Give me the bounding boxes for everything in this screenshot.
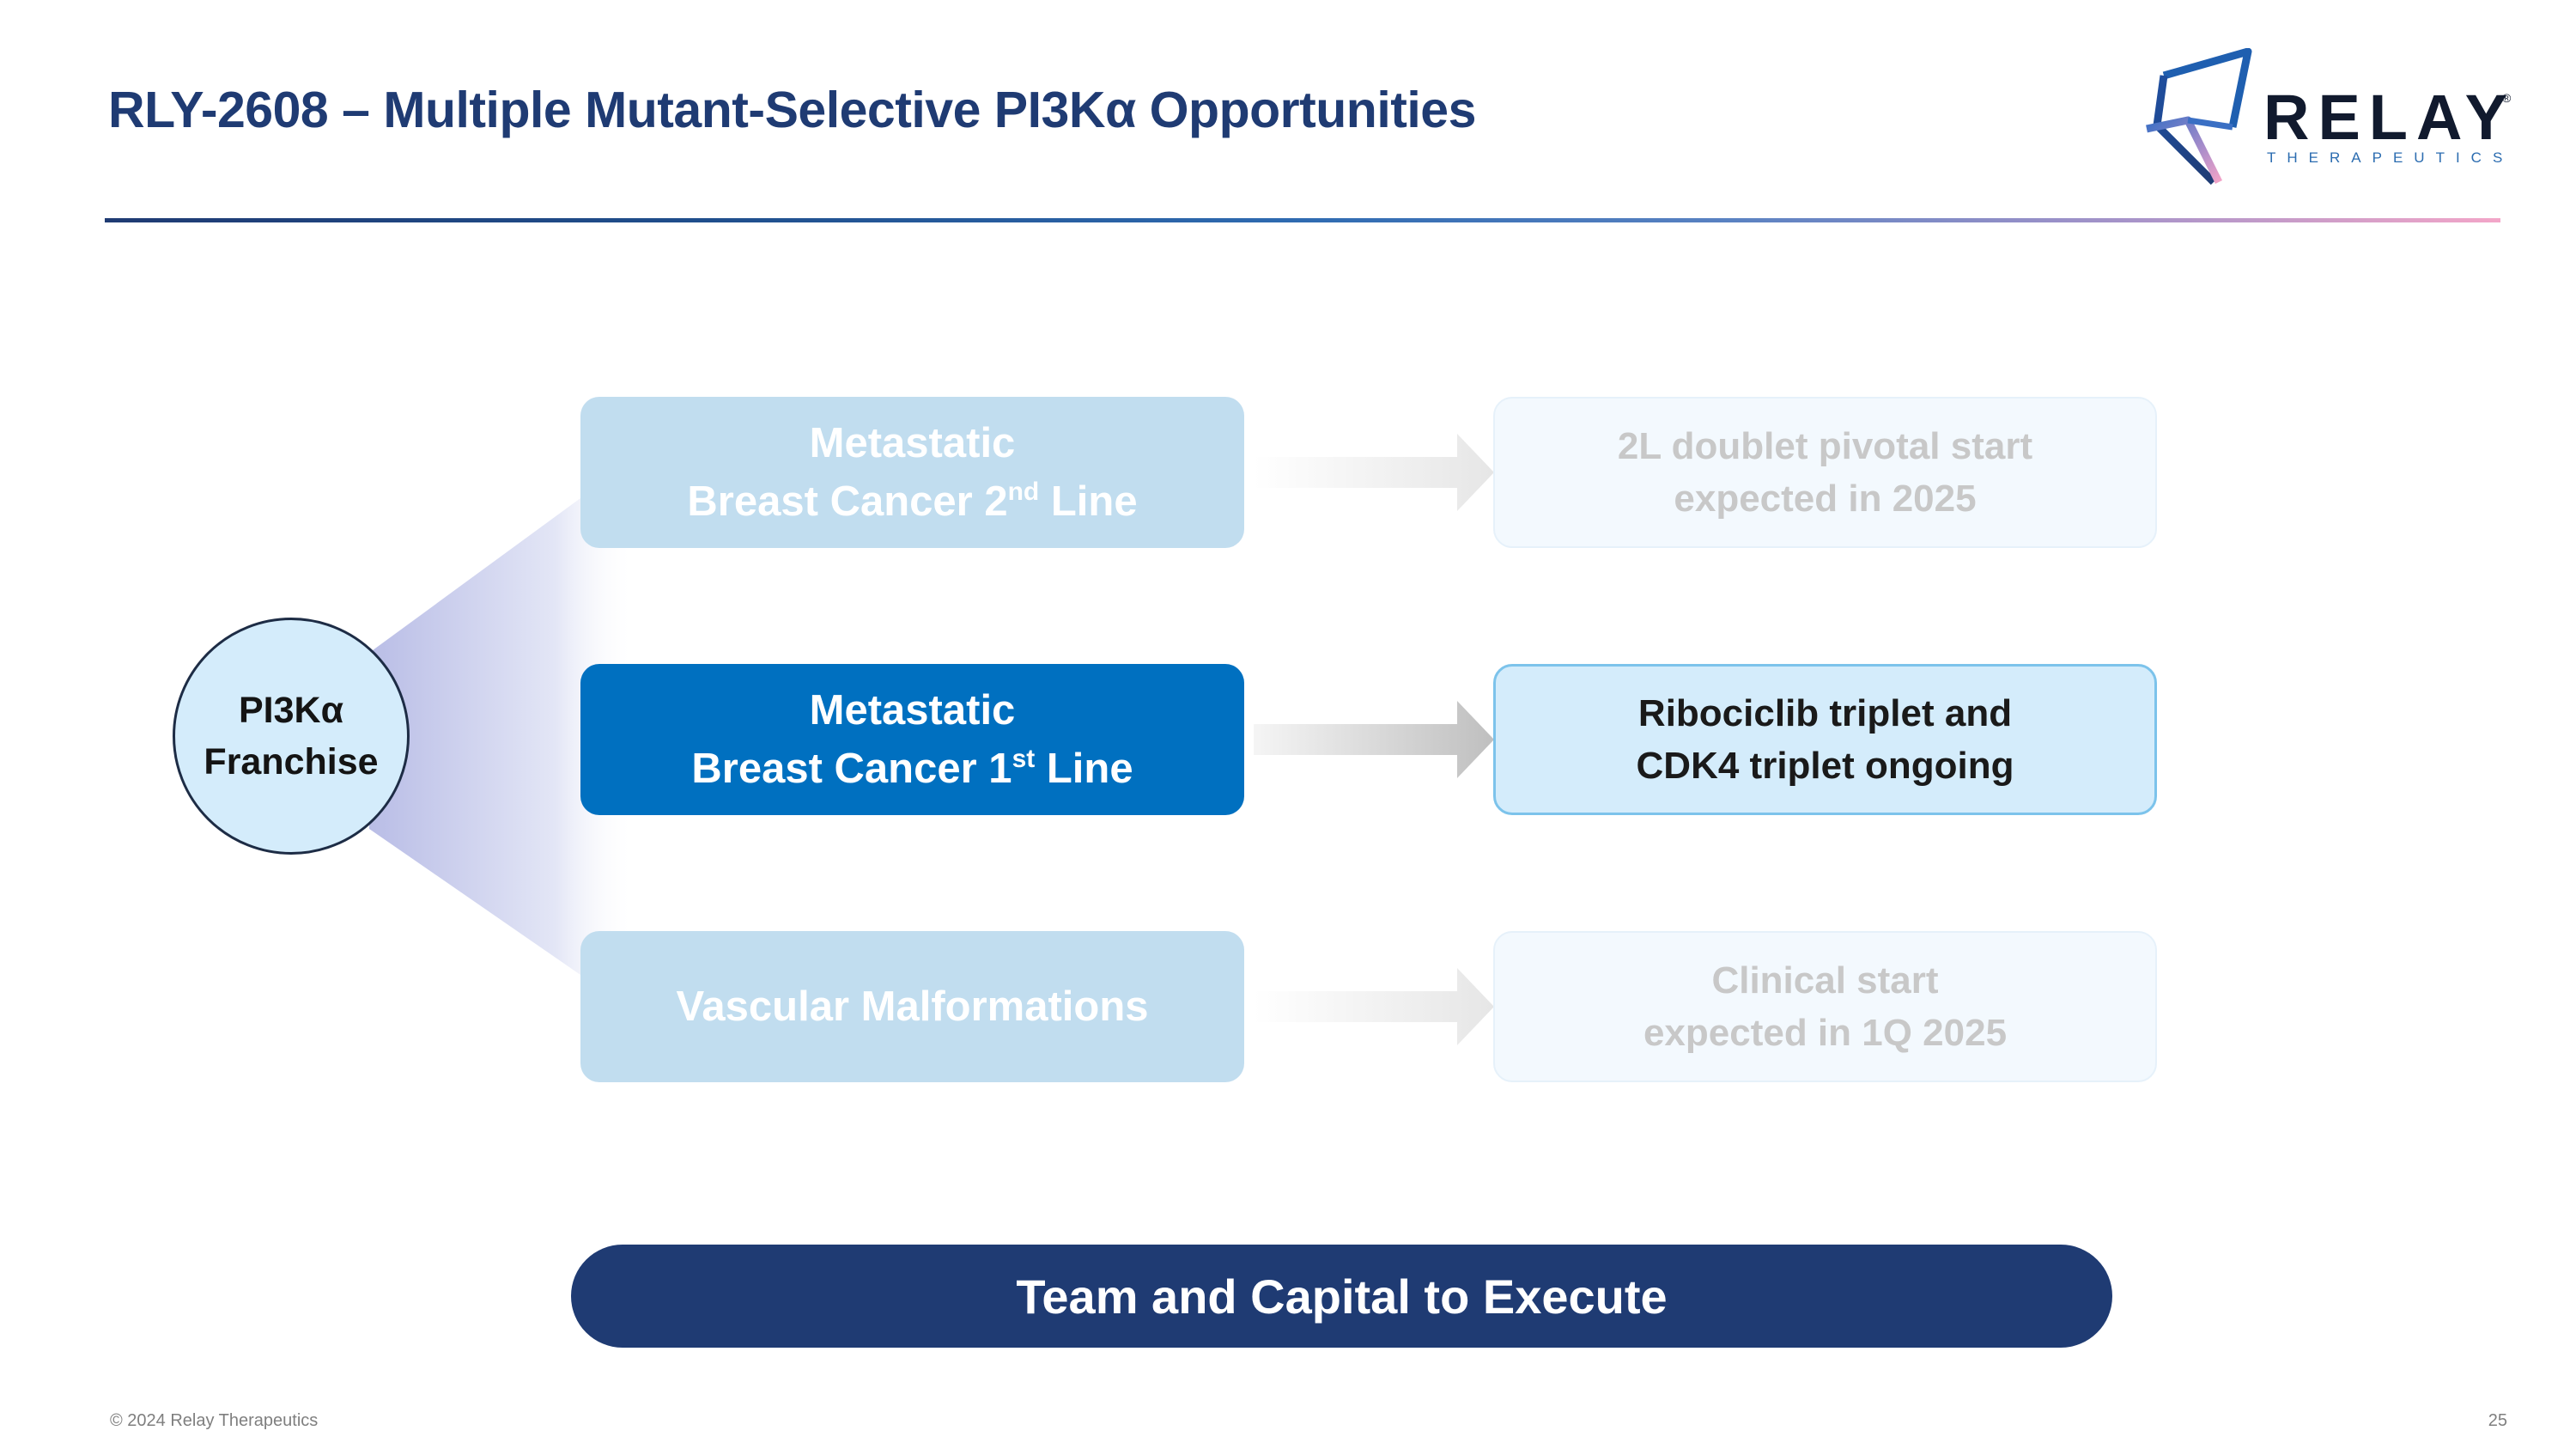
pi3k-franchise-circle: PI3Kα Franchise: [173, 618, 410, 855]
status-line-1: 2L doublet pivotal start: [1617, 425, 2033, 467]
indication-breast-cancer-2nd-line: Metastatic Breast Cancer 2nd Line: [580, 397, 1244, 548]
status-line-1: Ribociclib triplet and: [1637, 692, 2013, 734]
page-number: 25: [2488, 1411, 2507, 1430]
copyright-notice: © 2024 Relay Therapeutics: [110, 1411, 319, 1430]
logo-wordmark: RELAY: [2263, 82, 2517, 153]
franchise-line-2: Franchise: [204, 741, 379, 782]
indication-line-1: Metastatic: [809, 420, 1016, 466]
relay-logo-mark-icon: [2146, 48, 2252, 186]
status-ribociclib-triplet: Ribociclib triplet and CDK4 triplet ongo…: [1493, 664, 2157, 815]
relay-logo: RELAY ® THERAPEUTICS: [2138, 48, 2516, 194]
arrow-right-icon: [1254, 701, 1494, 778]
status-line-2: expected in 2025: [1674, 478, 1977, 520]
banner-label: Team and Capital to Execute: [1016, 1269, 1668, 1324]
indication-line-2: Breast Cancer 1st Line: [691, 745, 1133, 792]
slide-title: RLY-2608 – Multiple Mutant-Selective PI3…: [108, 82, 1476, 138]
status-2l-doublet: 2L doublet pivotal start expected in 202…: [1493, 397, 2157, 548]
arrow-right-icon: [1254, 968, 1494, 1045]
title-divider: [105, 218, 2500, 222]
indication-breast-cancer-1st-line: Metastatic Breast Cancer 1st Line: [580, 664, 1244, 815]
franchise-line-1: PI3Kα: [238, 690, 343, 731]
status-line-2: expected in 1Q 2025: [1643, 1012, 2008, 1054]
logo-subtitle: THERAPEUTICS: [2267, 149, 2514, 166]
status-line-1: Clinical start: [1711, 959, 1939, 1002]
indication-line-1: Metastatic: [809, 687, 1016, 734]
indication-line-2: Breast Cancer 2nd Line: [687, 478, 1138, 525]
status-clinical-start: Clinical start expected in 1Q 2025: [1493, 931, 2157, 1082]
logo-registered-mark: ®: [2502, 91, 2512, 105]
indication-line-1: Vascular Malformations: [676, 983, 1149, 1030]
indication-vascular-malformations: Vascular Malformations: [580, 931, 1244, 1082]
arrow-right-icon: [1254, 434, 1494, 511]
team-capital-banner: Team and Capital to Execute: [571, 1245, 2112, 1348]
status-line-2: CDK4 triplet ongoing: [1636, 745, 2014, 787]
